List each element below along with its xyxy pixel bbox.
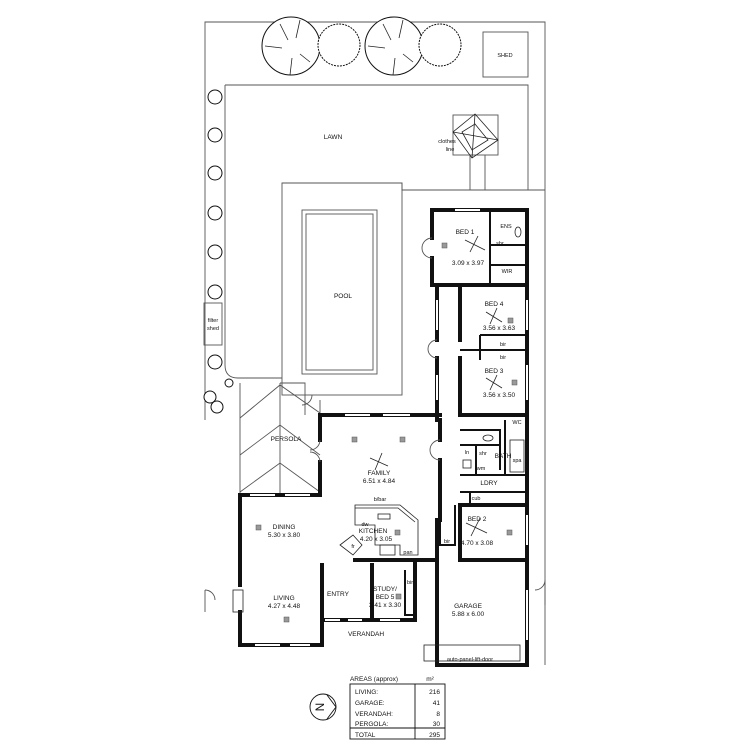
north-arrow-icon: N <box>309 693 337 721</box>
total-label: TOTAL <box>355 732 376 739</box>
ens-shower-label: shr <box>496 241 504 247</box>
area-label: PERGOLA: <box>355 721 388 728</box>
study-dims: 3.41 x 3.30 <box>369 602 402 609</box>
clothes-line-label: line <box>446 147 455 153</box>
pool-inner <box>305 213 374 371</box>
fridge-label: fr <box>351 544 355 550</box>
bed3-label: BED 3 <box>485 368 504 375</box>
clothes-line-label: clothes <box>438 139 456 145</box>
areas-title: AREAS (approx) <box>350 676 398 683</box>
pergola-label: PERSOLA <box>271 436 302 443</box>
bed2-dims: 4.70 x 3.08 <box>461 540 494 547</box>
living-dims: 4.27 x 4.48 <box>268 603 301 610</box>
family-label: FAMILY <box>368 470 391 477</box>
areas-table: AREAS (approx) m² LIVING: 216 GARAGE: 41… <box>349 676 446 740</box>
pool <box>301 209 378 375</box>
shower-label: shr <box>479 451 487 457</box>
garage-door <box>423 644 521 662</box>
total-value: 295 <box>429 732 440 739</box>
bed4-label: BED 4 <box>485 301 504 308</box>
bath-label: BATH <box>495 453 512 460</box>
wm-label: wm <box>476 466 486 472</box>
bir-label: bir <box>500 342 506 348</box>
area-label: LIVING: <box>355 689 378 696</box>
areas-unit: m² <box>426 676 434 683</box>
bed4-dims: 3.56 x 3.63 <box>483 325 516 332</box>
garage-dims: 5.88 x 6.00 <box>452 611 485 618</box>
study-label: STUDY/ <box>373 586 397 593</box>
bbar-label: b/bar <box>374 497 387 503</box>
family-dims: 6.51 x 4.84 <box>363 478 396 485</box>
wc-label: WC <box>512 420 521 426</box>
dining-dims: 5.30 x 3.80 <box>268 532 301 539</box>
study-label: BED 5 <box>376 594 395 601</box>
area-value: 41 <box>433 700 441 707</box>
bed3-dims: 3.56 x 3.50 <box>483 392 516 399</box>
area-value: 8 <box>436 711 440 718</box>
kitchen-label: KITCHEN <box>359 528 388 535</box>
area-value: 30 <box>433 721 441 728</box>
windows <box>250 209 528 646</box>
tree-icons <box>203 16 462 414</box>
bath-fixtures <box>462 226 525 473</box>
north-label: N <box>313 703 327 712</box>
pool-surround <box>281 182 403 396</box>
bed2-label: BED 2 <box>468 516 487 523</box>
pool-label: POOL <box>334 293 352 300</box>
pergola <box>239 382 321 495</box>
pantry-label: pan <box>403 550 412 556</box>
bir-label: bir <box>500 355 506 361</box>
verandah-label: VERANDAH <box>348 631 384 638</box>
door-swings <box>204 237 546 601</box>
kitchen-dims: 4.20 x 3.05 <box>360 536 393 543</box>
boundary-gap <box>204 580 546 612</box>
linen-label: ln <box>465 450 469 456</box>
cub-label: cub <box>472 496 481 502</box>
area-value: 216 <box>429 689 440 696</box>
light-fittings <box>255 235 518 623</box>
laundry-label: LDRY <box>480 480 498 487</box>
garage-door-label: auto-panel-lift-door <box>447 657 493 663</box>
kitchen-bench <box>339 504 419 556</box>
area-label: VERANDAH: <box>355 711 393 718</box>
filter-shed-label: shed <box>207 326 219 332</box>
fireplace <box>232 589 244 613</box>
property-boundary <box>204 21 546 665</box>
shed <box>482 31 529 78</box>
bed2-bir-label: bir <box>444 539 450 545</box>
lawn-label: LAWN <box>324 134 343 141</box>
garage-label: GARAGE <box>454 603 482 610</box>
filter-shed-label: filter <box>208 318 219 324</box>
wir-label: WIR <box>502 269 513 275</box>
area-label: GARAGE: <box>355 700 385 707</box>
dw-label: dw <box>361 522 368 528</box>
shed-label: SHED <box>497 53 512 59</box>
clothes-line <box>452 113 499 159</box>
dining-label: DINING <box>273 524 296 531</box>
bed1-label: BED 1 <box>456 229 475 236</box>
bed1-dims: 3.09 x 3.97 <box>452 260 485 267</box>
study-bir-label: bir <box>407 580 413 586</box>
filter-shed <box>203 302 223 346</box>
spa-label: spa <box>513 458 523 464</box>
living-label: LIVING <box>273 595 294 602</box>
entry-label: ENTRY <box>327 591 350 598</box>
walls <box>238 208 529 667</box>
ens-label: ENS <box>500 224 512 230</box>
